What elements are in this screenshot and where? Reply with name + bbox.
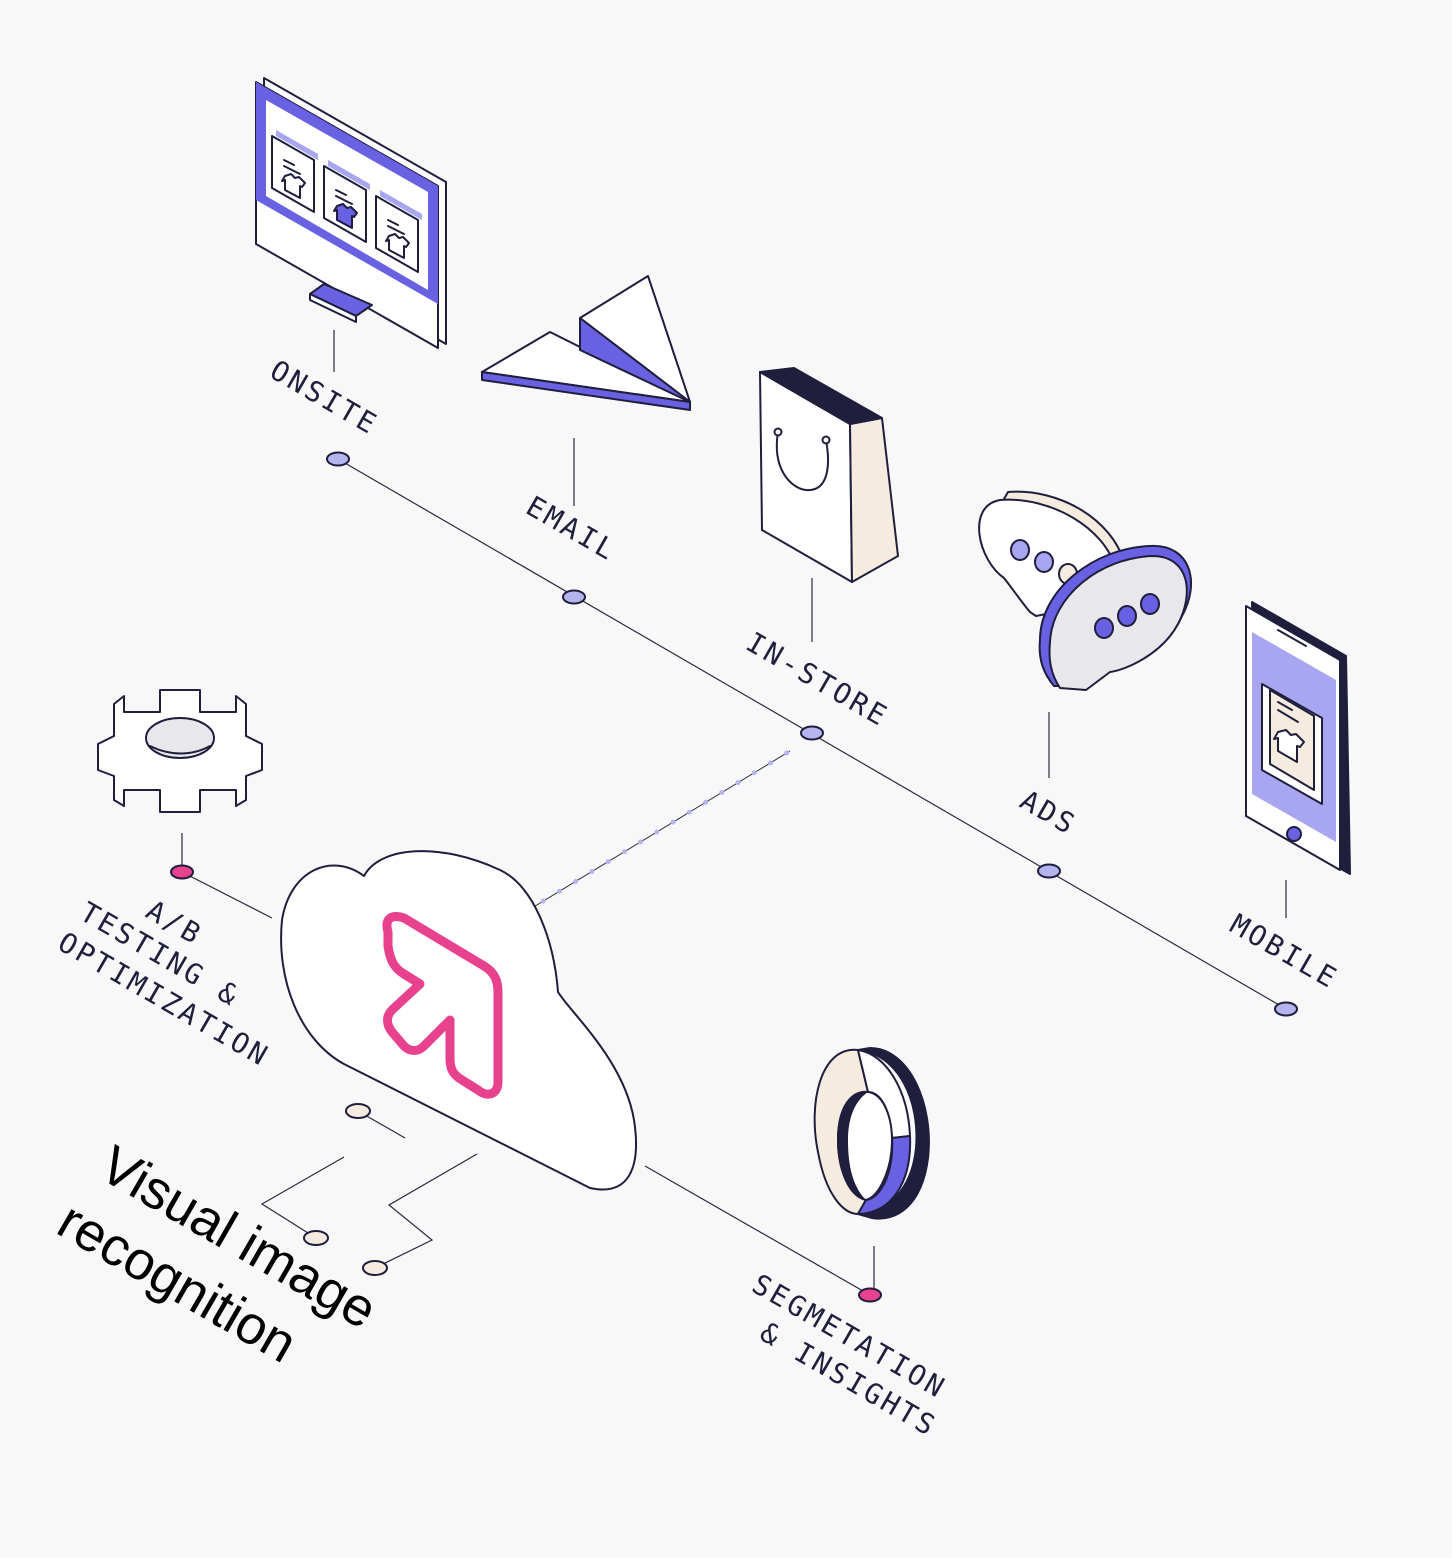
chat-bubbles-icon xyxy=(978,490,1192,691)
donut-chart-icon xyxy=(813,1047,930,1220)
paper-plane-icon xyxy=(481,275,691,411)
onsite-node xyxy=(326,451,350,467)
circuit-line-b xyxy=(260,1156,345,1239)
gear-icon xyxy=(97,689,263,813)
ads-label: ADS xyxy=(1015,783,1083,841)
desktop-monitor-icon xyxy=(255,77,447,349)
segmentation-node xyxy=(858,1287,882,1303)
recognition-node-a xyxy=(345,1103,371,1119)
shopping-bag-icon xyxy=(759,367,899,583)
email-node xyxy=(562,589,586,605)
recognition-node-b xyxy=(303,1230,329,1246)
segmentation-connector-line xyxy=(644,1165,871,1296)
ads-node xyxy=(1037,863,1061,879)
ab-connector-line xyxy=(181,871,273,919)
cloud-logo-icon xyxy=(280,850,638,1191)
circuit-line-c xyxy=(374,1153,478,1269)
instore-node xyxy=(800,725,824,741)
email-label: EMAIL xyxy=(521,489,623,567)
smartphone-icon xyxy=(1245,601,1351,875)
mobile-node xyxy=(1274,1001,1298,1017)
chat-dots-front xyxy=(1094,593,1160,639)
dotted-link-dots xyxy=(524,748,793,914)
mobile-label: MOBILE xyxy=(1225,907,1345,995)
instore-label: IN-STORE xyxy=(741,625,895,733)
recognition-node-c xyxy=(362,1260,388,1276)
ab-testing-node xyxy=(170,864,194,880)
onsite-label: ONSITE xyxy=(265,353,385,441)
